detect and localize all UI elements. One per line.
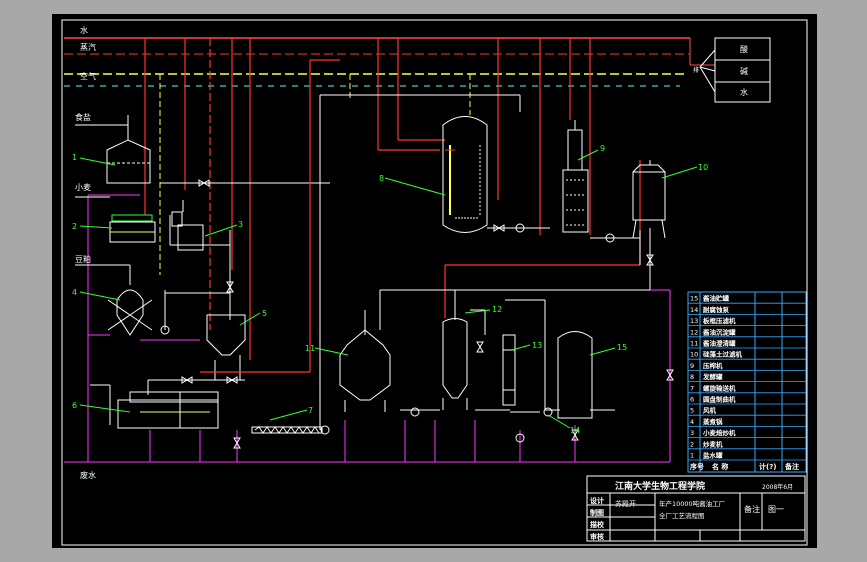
waste-water-label: 废水 bbox=[80, 470, 96, 480]
equipment-number: 13 bbox=[532, 341, 542, 350]
parts-table-header: 名 称 bbox=[712, 462, 728, 471]
chemical-water: 水 bbox=[740, 87, 748, 97]
equipment-number: 6 bbox=[72, 401, 77, 410]
parts-row-number: 8 bbox=[690, 373, 694, 381]
drawing-title-line2: 全厂工艺流程图 bbox=[659, 511, 705, 520]
steam-label: 蒸汽 bbox=[80, 42, 96, 52]
equipment-number: 7 bbox=[308, 406, 313, 415]
filter-10 bbox=[632, 160, 666, 239]
parts-row-name: 盐水罐 bbox=[703, 451, 723, 460]
utility-lines bbox=[64, 37, 715, 87]
leader-lines bbox=[79, 149, 698, 429]
parts-row-name: 螺旋输送机 bbox=[703, 383, 736, 392]
parts-table-header: 序号 bbox=[689, 462, 704, 471]
chemical-acid: 酸 bbox=[740, 44, 748, 54]
parts-row-number: 5 bbox=[690, 407, 694, 415]
equipment-number: 10 bbox=[698, 163, 708, 172]
remark-label: 备注 bbox=[744, 504, 760, 514]
drawing-border bbox=[61, 19, 808, 546]
parts-row-name: 硅藻土过滤机 bbox=[703, 350, 743, 359]
fermentation-tank-8 bbox=[442, 116, 488, 233]
parts-row-number: 2 bbox=[690, 440, 694, 448]
equipment-number: 1 bbox=[72, 153, 77, 162]
pump-icon bbox=[160, 223, 615, 443]
title-block bbox=[586, 475, 806, 542]
cooker-4 bbox=[75, 264, 153, 336]
screw-conveyor-7 bbox=[251, 426, 323, 434]
parts-row-number: 10 bbox=[690, 351, 698, 359]
koji-machine-6 bbox=[117, 380, 219, 429]
equipment-numbers: 1 2 3 4 5 6 7 8 9 10 11 12 13 14 15 bbox=[72, 144, 708, 435]
parts-table-header: 备注 bbox=[784, 462, 799, 471]
outlet-label: 排 bbox=[693, 66, 699, 74]
parts-row-number: 4 bbox=[690, 418, 694, 426]
drawing-date: 2008年6月 bbox=[762, 483, 793, 491]
equipment-number: 12 bbox=[492, 305, 502, 314]
hopper-5 bbox=[206, 314, 246, 356]
sedimentation-tank-12 bbox=[442, 318, 468, 410]
bus-lines bbox=[200, 59, 340, 373]
parts-row-name: 炒麦机 bbox=[703, 439, 723, 448]
roaster-3 bbox=[171, 200, 204, 251]
parts-table-header: 计(?) bbox=[759, 462, 776, 471]
school-name: 江南大学生物工程学院 bbox=[615, 480, 705, 492]
clarification-tank-11 bbox=[339, 329, 391, 412]
drawing-number: 图一 bbox=[768, 505, 784, 514]
parts-row-number: 6 bbox=[690, 396, 694, 404]
parts-row-number: 14 bbox=[690, 306, 698, 314]
equipment-number: 8 bbox=[379, 174, 384, 183]
parts-row-name: 小麦焙炒机 bbox=[702, 428, 736, 437]
parts-row-number: 1 bbox=[690, 452, 694, 460]
designer-name: 苏殿开 bbox=[615, 499, 636, 508]
parts-row-name: 压榨机 bbox=[703, 361, 723, 370]
parts-row-name: 圆盘制曲机 bbox=[703, 395, 736, 404]
equipment-number: 2 bbox=[72, 222, 77, 231]
reviewer-label: 审核 bbox=[590, 532, 604, 541]
equipment-number: 5 bbox=[262, 309, 267, 318]
parts-row-number: 3 bbox=[690, 429, 694, 437]
chemical-boxes bbox=[699, 37, 771, 103]
valve-icon bbox=[181, 179, 674, 449]
equipment-number: 14 bbox=[570, 426, 580, 435]
drawer-label: 制图 bbox=[590, 508, 604, 517]
parts-row-number: 12 bbox=[690, 328, 698, 336]
raw-material-soybean: 豆粕 bbox=[75, 254, 91, 264]
equipment-number: 9 bbox=[600, 144, 605, 153]
parts-row-name: 酱油贮罐 bbox=[703, 294, 730, 303]
raw-material-salt: 食盐 bbox=[75, 112, 91, 122]
parts-row-name: 酱油沉淀罐 bbox=[703, 327, 736, 336]
parts-row-number: 11 bbox=[690, 340, 698, 348]
parts-row-name: 耐腐蚀泵 bbox=[703, 305, 730, 314]
parts-row-number: 13 bbox=[690, 317, 698, 325]
water-label: 水 bbox=[80, 25, 88, 35]
parts-row-name: 风机 bbox=[703, 406, 717, 415]
drawing-title-line1: 年产10000吨酱油工厂 bbox=[659, 499, 726, 508]
parts-row-number: 9 bbox=[690, 362, 694, 370]
parts-row-number: 15 bbox=[690, 295, 698, 303]
waste-lines bbox=[64, 194, 671, 463]
equipment-number: 11 bbox=[305, 344, 315, 353]
parts-row-name: 板框压滤机 bbox=[703, 316, 736, 325]
air-label: 空气 bbox=[80, 71, 96, 81]
raw-material-wheat: 小麦 bbox=[75, 182, 91, 192]
parts-row-name: 酱油澄清罐 bbox=[703, 339, 736, 348]
parts-row-number: 7 bbox=[690, 384, 694, 392]
parts-row-name: 发酵罐 bbox=[702, 372, 723, 381]
equipment-number: 4 bbox=[72, 288, 77, 297]
press-9 bbox=[562, 120, 589, 233]
designer-label: 设计 bbox=[590, 496, 604, 505]
brine-tank-1 bbox=[75, 115, 151, 184]
parts-row-name: 蒸煮锅 bbox=[703, 417, 723, 426]
equipment-number: 15 bbox=[617, 343, 627, 352]
checker-label: 描校 bbox=[590, 520, 605, 529]
chemical-alkali: 碱 bbox=[740, 67, 748, 76]
storage-tank-15 bbox=[557, 331, 615, 419]
roaster-2 bbox=[75, 196, 156, 243]
equipment-number: 3 bbox=[238, 220, 243, 229]
